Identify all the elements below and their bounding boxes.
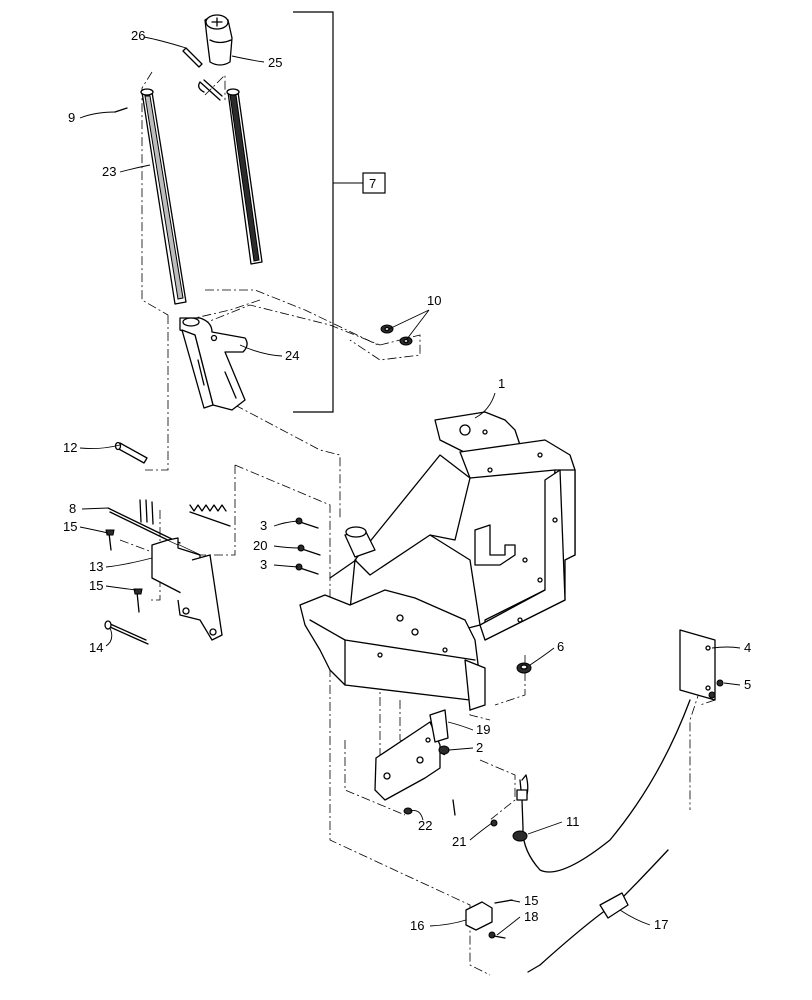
callout-15-lower: 15 bbox=[524, 893, 538, 908]
callout-7: 7 bbox=[369, 176, 376, 191]
part-3-bolt-lower[interactable] bbox=[295, 563, 319, 575]
part-15-pin-upper[interactable] bbox=[105, 529, 115, 551]
part-21-nut[interactable] bbox=[490, 819, 498, 827]
lever-rod-right[interactable] bbox=[226, 88, 263, 265]
callout-12: 12 bbox=[63, 440, 77, 455]
part-12-spring-pin[interactable] bbox=[114, 441, 148, 464]
part-17-throttle-cable[interactable] bbox=[527, 849, 669, 973]
part-19-bracket[interactable] bbox=[429, 709, 449, 743]
part-22-pin[interactable] bbox=[452, 799, 456, 816]
callout-23: 23 bbox=[102, 164, 116, 179]
part-4-cover-plate[interactable] bbox=[679, 629, 716, 701]
callout-24: 24 bbox=[285, 348, 299, 363]
part-22-nut[interactable] bbox=[403, 807, 413, 815]
part-14-clevis-pin[interactable] bbox=[104, 620, 149, 645]
callout-9: 9 bbox=[68, 110, 75, 125]
callout-4: 4 bbox=[744, 640, 751, 655]
callout-18: 18 bbox=[524, 909, 538, 924]
part-9-pin[interactable] bbox=[114, 107, 128, 113]
callout-10: 10 bbox=[427, 293, 441, 308]
callout-15-upper: 15 bbox=[63, 519, 77, 534]
callout-15-middle: 15 bbox=[89, 578, 103, 593]
part-16-clevis[interactable] bbox=[465, 901, 493, 931]
callout-labels: 26 25 9 23 7 10 24 1 12 8 15 3 20 13 3 1… bbox=[63, 28, 751, 933]
part-25-handle-knob[interactable] bbox=[204, 14, 233, 66]
shaft-bushing[interactable] bbox=[329, 526, 376, 579]
callout-11: 11 bbox=[566, 814, 580, 829]
callout-5: 5 bbox=[744, 677, 751, 692]
part-5-bolts[interactable] bbox=[708, 679, 724, 699]
callout-3-lower: 3 bbox=[260, 557, 267, 572]
part-6-nut[interactable] bbox=[516, 662, 532, 674]
part-22-mounting-plate[interactable] bbox=[374, 721, 441, 801]
callout-6: 6 bbox=[557, 639, 564, 654]
spring-clip bbox=[198, 79, 223, 101]
part-10-lock-nuts[interactable] bbox=[380, 324, 413, 346]
part-24-pivot-bracket[interactable] bbox=[179, 317, 248, 411]
part-3-bolt-upper[interactable] bbox=[295, 517, 319, 529]
part-26-roll-pin[interactable] bbox=[182, 47, 203, 68]
callout-14: 14 bbox=[89, 640, 103, 655]
leader-lines bbox=[79, 36, 741, 936]
callout-22: 22 bbox=[418, 818, 432, 833]
part-11-control-cable[interactable] bbox=[512, 699, 691, 873]
callout-20: 20 bbox=[253, 538, 267, 553]
callout-16: 16 bbox=[410, 918, 424, 933]
assembly-bracket-7 bbox=[293, 11, 386, 413]
callout-21: 21 bbox=[452, 834, 466, 849]
callout-25: 25 bbox=[268, 55, 282, 70]
part-13-lever-bracket[interactable] bbox=[151, 537, 223, 641]
part-18-bolt[interactable] bbox=[488, 931, 506, 939]
part-15-pin-lower[interactable] bbox=[494, 899, 513, 904]
callout-1: 1 bbox=[498, 376, 505, 391]
return-spring bbox=[189, 504, 231, 527]
callout-8: 8 bbox=[69, 501, 76, 516]
callout-19: 19 bbox=[476, 722, 490, 737]
part-20-bolt[interactable] bbox=[297, 544, 321, 556]
part-23-lever-rod[interactable] bbox=[140, 88, 187, 305]
callout-26: 26 bbox=[131, 28, 145, 43]
part-1-main-frame[interactable] bbox=[299, 411, 576, 711]
part-2-nut[interactable] bbox=[438, 745, 450, 755]
part-15-pin-middle[interactable] bbox=[133, 588, 143, 613]
callout-2: 2 bbox=[476, 740, 483, 755]
callout-13: 13 bbox=[89, 559, 103, 574]
callout-17: 17 bbox=[654, 917, 668, 932]
callout-3-upper: 3 bbox=[260, 518, 267, 533]
